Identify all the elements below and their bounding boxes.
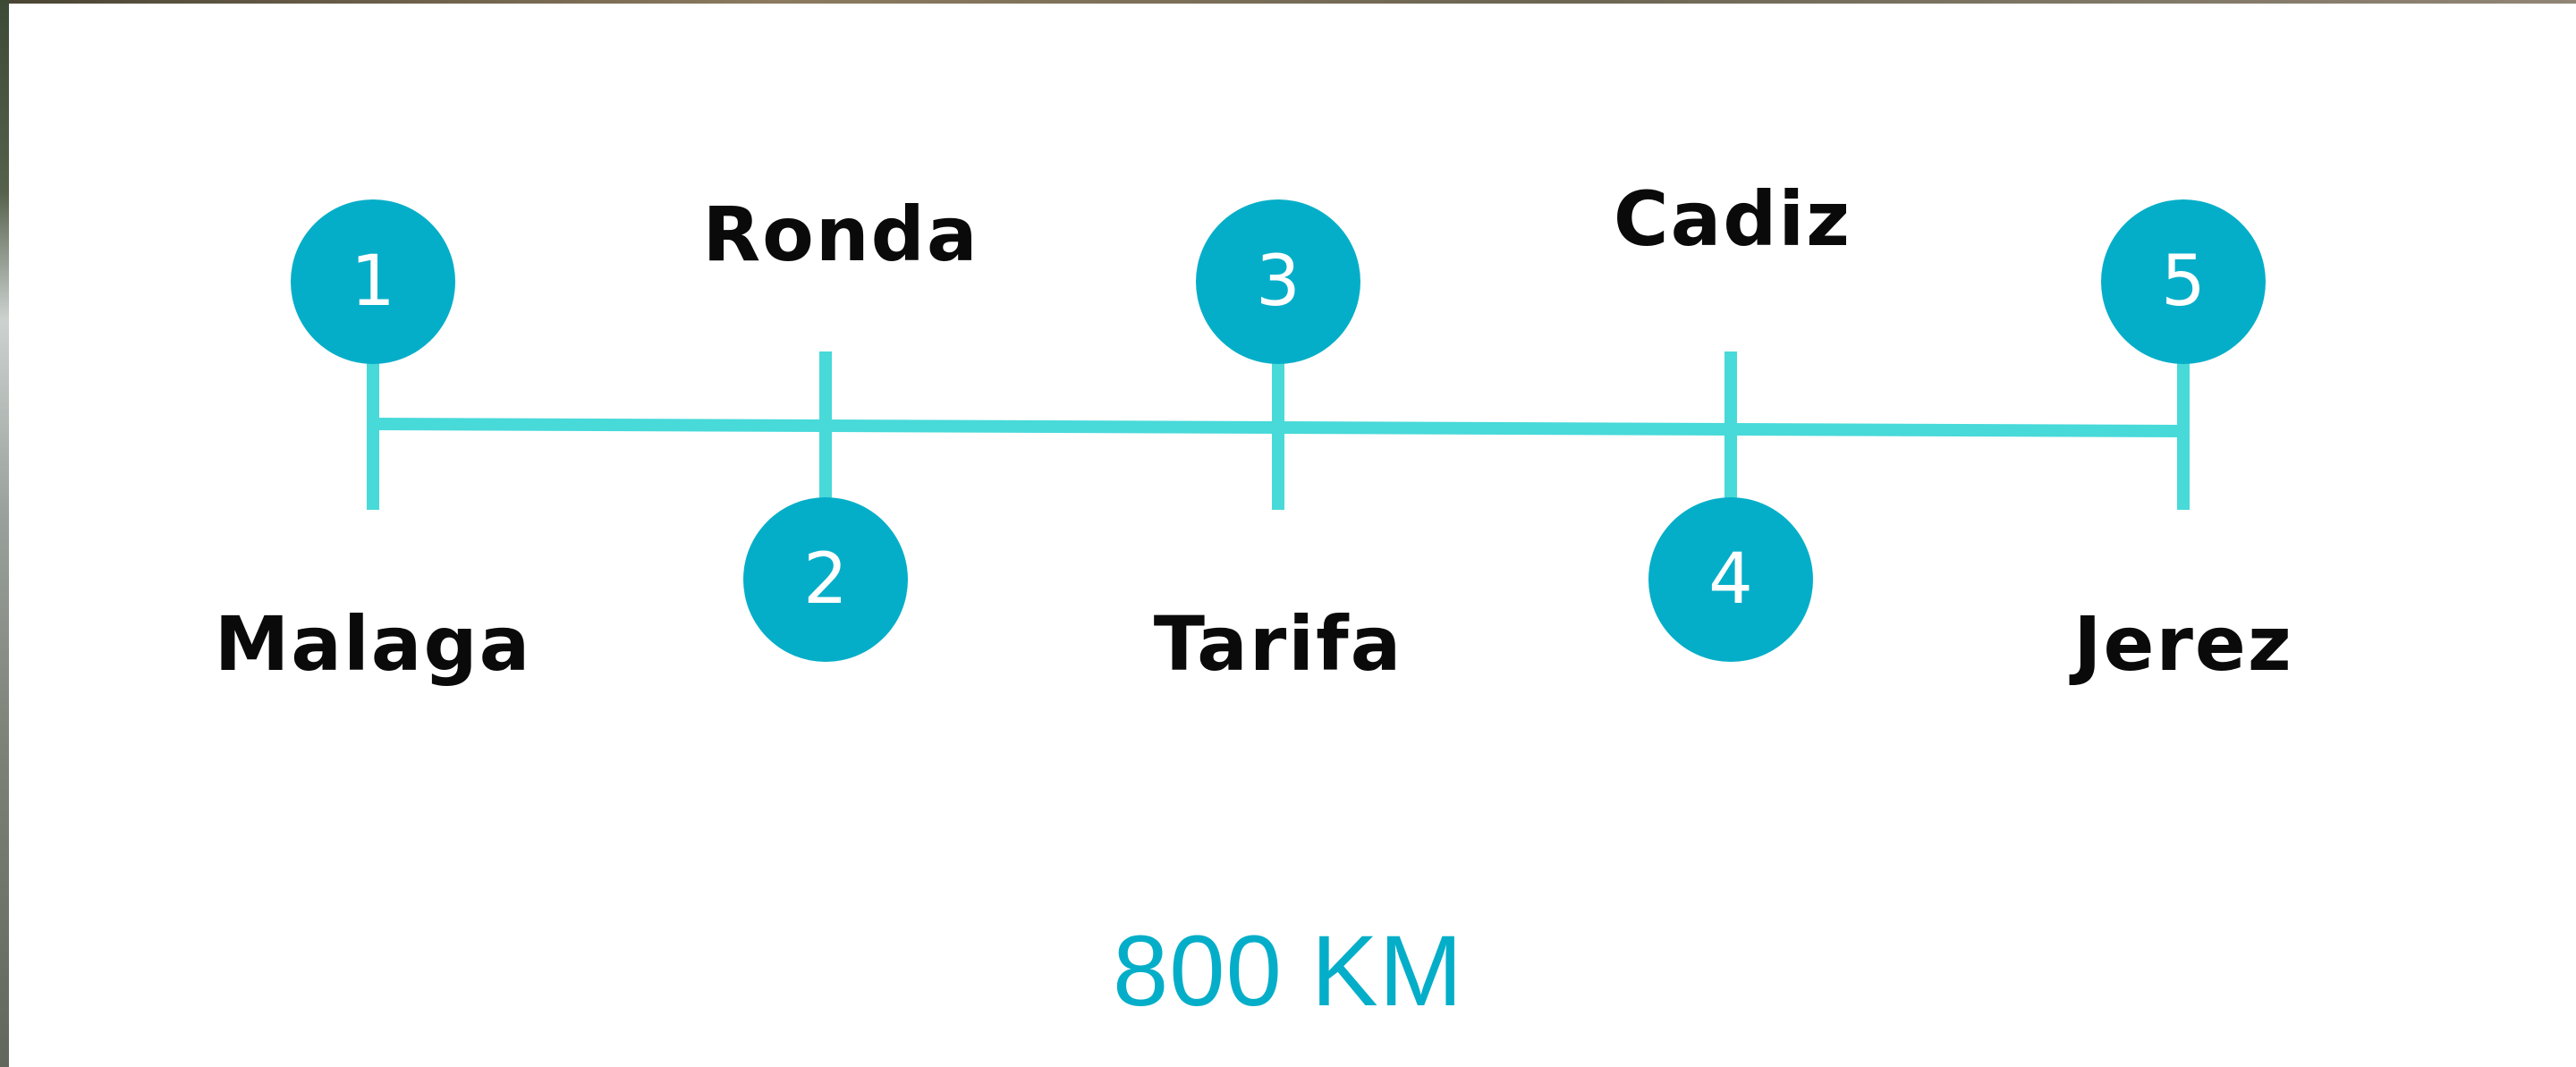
stop-marker-3: 3 bbox=[1196, 199, 1360, 364]
stop-marker-4: 4 bbox=[1648, 497, 1813, 662]
stop-name-cadiz: Cadiz bbox=[1613, 175, 1852, 263]
stop-marker-5: 5 bbox=[2101, 199, 2266, 364]
background-photo-edge-top bbox=[0, 0, 2576, 4]
stop-number-2: 2 bbox=[803, 539, 848, 620]
stop-marker-1: 1 bbox=[291, 199, 455, 364]
stop-number-3: 3 bbox=[1256, 241, 1301, 322]
stop-name-ronda: Ronda bbox=[702, 191, 979, 278]
stop-name-malaga: Malaga bbox=[214, 600, 532, 688]
stop-name-jerez: Jerez bbox=[2073, 600, 2293, 688]
stop-number-1: 1 bbox=[351, 241, 395, 322]
stop-marker-2: 2 bbox=[743, 497, 908, 662]
total-distance-label: 800 KM bbox=[1113, 915, 1463, 1027]
stop-name-tarifa: Tarifa bbox=[1153, 600, 1403, 688]
stop-number-5: 5 bbox=[2161, 241, 2206, 322]
stop-number-4: 4 bbox=[1708, 539, 1753, 620]
background-photo-edge-left bbox=[0, 0, 9, 1067]
